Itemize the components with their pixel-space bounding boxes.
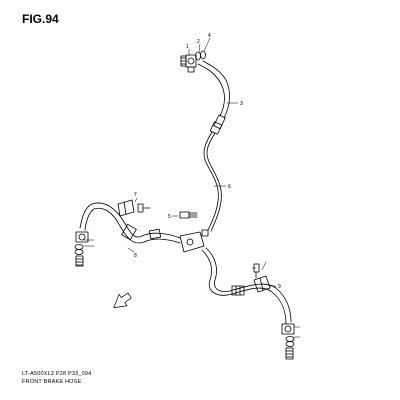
brake-pipe [203, 131, 222, 232]
three-way-joint [179, 229, 209, 253]
upper-washers [195, 50, 206, 61]
right-bolt [285, 347, 294, 360]
callout-4: 4 [208, 33, 211, 39]
right-hose-bracket [253, 275, 271, 293]
right-banjo-fitting [281, 323, 295, 335]
left-brake-hose [79, 202, 181, 244]
hose-pipe-joint [209, 114, 226, 135]
callout-5: 5 [168, 214, 171, 220]
right-bracket-bolt [253, 263, 260, 279]
left-bolt [75, 255, 84, 267]
left-banjo-fitting [75, 231, 89, 243]
leader-lines [83, 37, 301, 338]
joint-bolt [179, 211, 198, 219]
right-washers [285, 336, 295, 347]
callout-8: 8 [134, 253, 137, 259]
drawing-code: LT-A500XL2 P28 P33_094 [22, 371, 92, 377]
callout-6: 6 [228, 184, 231, 190]
callout-9: 9 [278, 284, 281, 290]
title: FIG.94 [22, 12, 59, 26]
callout-2: 2 [197, 39, 200, 45]
left-washers [74, 244, 84, 255]
upper-bolt [180, 55, 187, 67]
left-hose-clamp [121, 223, 162, 241]
left-hose-bracket [117, 199, 135, 217]
callout-3: 3 [240, 101, 243, 107]
front-direction-arrow [113, 292, 132, 309]
callout-labels: 1 2 3 4 5 6 7 8 9 [134, 33, 281, 290]
callout-7: 7 [134, 192, 137, 198]
left-bracket-bolt [137, 203, 151, 213]
upper-brake-hose [197, 60, 230, 119]
upper-banjo-fitting [185, 54, 197, 73]
figure-caption: FRONT BRAKE HOSE [22, 379, 82, 385]
callout-1: 1 [186, 44, 189, 50]
right-hose-clamp [231, 285, 245, 296]
